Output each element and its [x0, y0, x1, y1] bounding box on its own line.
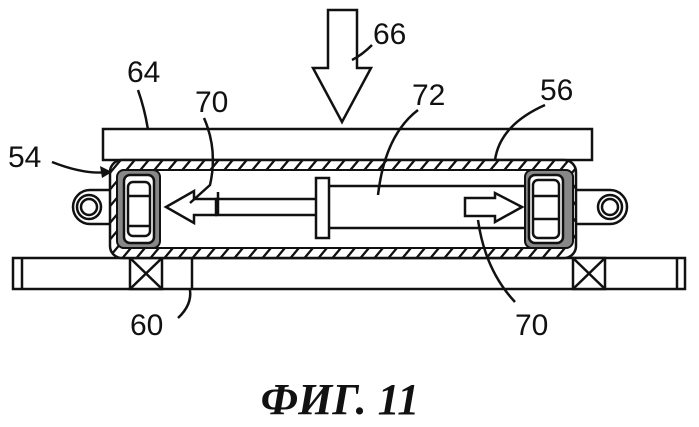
force-arrow: [313, 10, 371, 122]
leader-64: [138, 90, 148, 130]
eye-left: [73, 190, 112, 224]
roller-right: [525, 170, 573, 248]
label-70-left: 70: [195, 86, 228, 119]
label-60: 60: [130, 309, 163, 342]
leader-60: [178, 290, 190, 318]
support-right: [573, 258, 605, 289]
roller-left: [117, 170, 160, 248]
label-54: 54: [8, 141, 41, 174]
label-66: 66: [373, 18, 406, 51]
eye-right: [574, 190, 627, 224]
label-70-right: 70: [515, 309, 548, 342]
figure-caption: ФИГ. 11: [261, 375, 419, 424]
label-72: 72: [412, 79, 445, 112]
top-plate: [103, 129, 592, 160]
label-64: 64: [127, 56, 160, 89]
leader-54: [52, 162, 108, 173]
label-56: 56: [540, 74, 573, 107]
